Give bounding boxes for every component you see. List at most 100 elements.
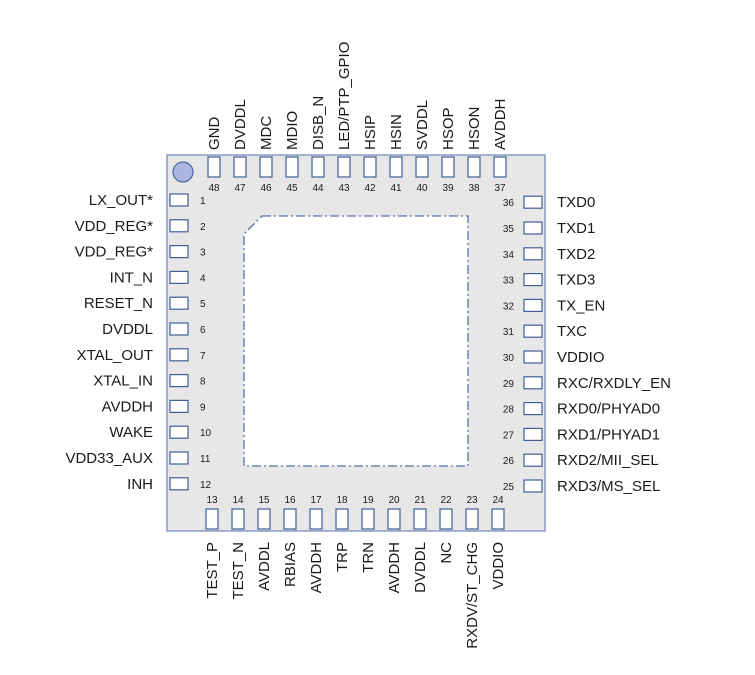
pin-pad	[523, 273, 543, 287]
pin-number: 19	[362, 495, 374, 506]
pin-pad	[169, 296, 189, 310]
pin-number: 3	[200, 248, 206, 259]
pin-number: 32	[503, 301, 515, 312]
pin-number: 20	[388, 495, 400, 506]
pin-number: 10	[200, 428, 212, 439]
pin-label: INT_N	[110, 269, 153, 286]
pin-label: AVDDH	[492, 99, 509, 150]
pin-pad	[169, 477, 189, 491]
pin-label: VDD_REG*	[75, 244, 154, 261]
pin-label: TX_EN	[557, 297, 605, 314]
pin-number: 37	[494, 183, 506, 194]
exposed-pad-outline	[243, 215, 469, 467]
pin-pad	[493, 156, 507, 178]
pin-number: 7	[200, 351, 206, 362]
pin-pad	[285, 156, 299, 178]
pin-label: TXC	[557, 323, 587, 340]
pin-label: DISB_N	[310, 96, 327, 150]
pin-label: RXD1/PHYAD1	[557, 426, 660, 443]
pin-number: 29	[503, 379, 515, 390]
pin-pad	[523, 195, 543, 209]
pin-number: 16	[284, 495, 296, 506]
pin-label: SVDDL	[414, 100, 431, 150]
pin-label: VDDIO	[490, 542, 507, 590]
pin-label: AVDDH	[308, 542, 325, 593]
pin-pad	[523, 427, 543, 441]
pin-label: MDC	[258, 116, 275, 150]
pin-label: RXD0/PHYAD0	[557, 401, 660, 418]
pin-pad	[523, 376, 543, 390]
pin-label: VDD33_AUX	[65, 450, 153, 467]
pin-label: LX_OUT*	[89, 192, 153, 209]
pin-pad	[231, 508, 245, 530]
pin-label: LED/PTP_GPIO	[336, 42, 353, 150]
pin-number: 45	[286, 183, 298, 194]
pin-label: RXD2/MII_SEL	[557, 452, 659, 469]
pin-number: 5	[200, 299, 206, 310]
pin-pad	[523, 324, 543, 338]
pin-number: 13	[206, 495, 218, 506]
pin-number: 21	[414, 495, 426, 506]
pin-number: 22	[440, 495, 452, 506]
pin-number: 34	[503, 250, 515, 261]
pin-pad	[415, 156, 429, 178]
pin-number: 9	[200, 402, 206, 413]
pin-pad	[439, 508, 453, 530]
pin-label: TXD3	[557, 272, 595, 289]
pin-number: 43	[338, 183, 350, 194]
pin-number: 24	[492, 495, 504, 506]
pin-number: 47	[234, 183, 246, 194]
pin-pad	[389, 156, 403, 178]
pin-number: 35	[503, 224, 515, 235]
pin-label: XTAL_OUT	[77, 347, 153, 364]
pin-label: INH	[127, 476, 153, 493]
pin-pad	[169, 322, 189, 336]
pin-pad	[387, 508, 401, 530]
pin-number: 33	[503, 276, 515, 287]
pin-number: 2	[200, 222, 206, 233]
pin-number: 15	[258, 495, 270, 506]
pin-number: 38	[468, 183, 480, 194]
pin-number: 44	[312, 183, 324, 194]
pin-number: 27	[503, 430, 515, 441]
pin-number: 40	[416, 183, 428, 194]
pin-label: TEST_N	[230, 542, 247, 600]
pin-number: 1	[200, 196, 206, 207]
pin-number: 6	[200, 325, 206, 336]
pin-label: DVDDL	[412, 542, 429, 593]
pin-pad	[169, 270, 189, 284]
pin-label: AVDDH	[386, 542, 403, 593]
pin-pad	[169, 193, 189, 207]
pin-number: 12	[200, 480, 212, 491]
pin-pad	[169, 348, 189, 362]
pin1-marker	[172, 161, 194, 183]
pin-number: 14	[232, 495, 244, 506]
pin-pad	[523, 221, 543, 235]
pin-pad	[259, 156, 273, 178]
pin-pad	[169, 399, 189, 413]
pin-pad	[309, 508, 323, 530]
pin-number: 8	[200, 377, 206, 388]
pin-pad	[311, 156, 325, 178]
pin-label: DVDDL	[232, 99, 249, 150]
pin-label: VDD_REG*	[75, 218, 154, 235]
pin-label: RXD3/MS_SEL	[557, 478, 660, 495]
pin-number: 25	[503, 482, 515, 493]
pin-pad	[335, 508, 349, 530]
pin-label: TRP	[334, 542, 351, 572]
pin-label: VDDIO	[557, 349, 605, 366]
pin-pad	[257, 508, 271, 530]
pin-label: TXD1	[557, 220, 595, 237]
pin-pad	[363, 156, 377, 178]
pin-pad	[169, 451, 189, 465]
pin-pad	[169, 374, 189, 388]
pin-label: TEST_P	[204, 542, 221, 599]
pin-label: XTAL_IN	[93, 373, 153, 390]
pin-number: 41	[390, 183, 402, 194]
pin-label: AVDDH	[102, 398, 153, 415]
pin-number: 42	[364, 183, 376, 194]
pin-pad	[169, 425, 189, 439]
pin-pad	[169, 245, 189, 259]
pin-label: RXDV/ST_CHG	[464, 542, 481, 649]
